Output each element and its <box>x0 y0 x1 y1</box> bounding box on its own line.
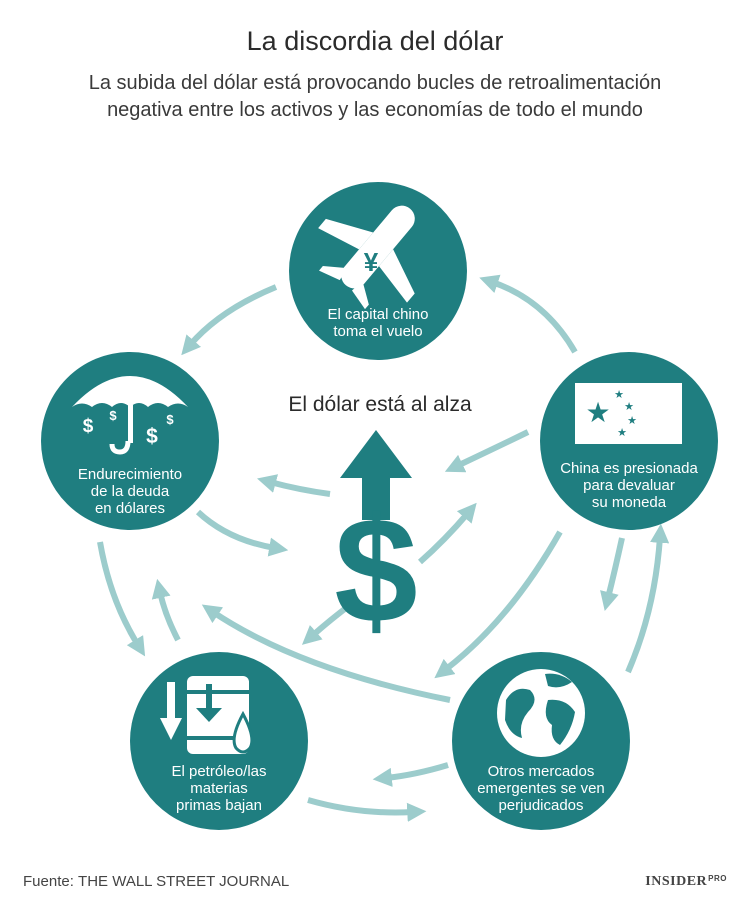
node-label-line: para devaluar <box>583 477 675 494</box>
umbrella-dollar-icon: $ $ $ $ <box>72 376 188 455</box>
source-prefix: Fuente: <box>23 873 74 890</box>
node-label-capital: El capital chino toma el vuelo <box>298 306 458 340</box>
node-otros <box>452 652 630 830</box>
dollar-up-arrow-icon: $ <box>334 430 418 654</box>
svg-text:$: $ <box>146 425 158 448</box>
arrow-dollar-to-downleft <box>301 602 352 645</box>
node-label-line: en dólares <box>94 500 166 517</box>
node-label-deuda: Endurecimiento de la deuda en dólares <box>50 466 210 517</box>
node-label-petroleo: El petróleo/las materias primas bajan <box>139 763 299 814</box>
node-label-line: primas bajan <box>176 797 262 814</box>
node-label-line: materias <box>190 780 248 797</box>
arrow-capital-to-deuda <box>181 284 278 356</box>
arrow-dollar-to-left <box>257 474 331 497</box>
page-title: La discordia del dólar <box>246 26 504 56</box>
brand-suffix: PRO <box>708 874 727 883</box>
node-label-line: perjudicados <box>498 797 584 814</box>
china-flag-icon: ★ ★ ★ ★ ★ <box>575 383 682 444</box>
page-subtitle: La subida del dólar está provocando bucl… <box>88 72 662 121</box>
node-china: ★ ★ ★ ★ ★ <box>540 352 718 530</box>
node-label-line: China es presionada <box>560 460 698 477</box>
center-label: El dólar está al alza <box>288 393 472 416</box>
yen-symbol: ¥ <box>364 247 379 277</box>
source-name: THE WALL STREET JOURNAL <box>78 873 290 890</box>
arrow-otros-to-china <box>625 523 670 674</box>
node-capital: ¥ <box>289 182 467 360</box>
svg-text:$: $ <box>166 412 174 427</box>
svg-text:★: ★ <box>617 426 627 439</box>
globe-icon <box>497 669 585 757</box>
cycle-arrows <box>97 274 670 822</box>
node-label-line: El capital chino <box>327 306 429 323</box>
svg-text:$: $ <box>109 408 117 423</box>
svg-text:★: ★ <box>585 396 610 429</box>
arrow-otros-to-deuda-long <box>201 604 451 703</box>
arrow-china-to-otros <box>600 537 625 612</box>
arrow-dollar-to-upright <box>418 502 477 565</box>
node-label-line: Endurecimiento <box>77 466 183 483</box>
node-petroleo <box>130 652 308 830</box>
svg-text:$: $ <box>334 486 417 654</box>
arrow-deuda-to-dollar <box>195 509 289 557</box>
svg-text:★: ★ <box>614 388 624 401</box>
svg-text:★: ★ <box>624 400 634 413</box>
oil-barrel-icon <box>160 676 254 754</box>
arrow-deuda-to-petroleo <box>97 541 146 657</box>
node-label-line: emergentes se ven <box>477 780 605 797</box>
arrow-petroleo-to-deuda <box>151 578 181 642</box>
arrow-china-to-capital <box>479 274 578 354</box>
brand-logo: INSIDERPRO <box>645 874 727 890</box>
brand-name: INSIDER <box>645 874 708 889</box>
node-label-line: Otros mercados <box>487 763 595 780</box>
source-credit: Fuente: THE WALL STREET JOURNAL <box>23 873 289 890</box>
svg-text:$: $ <box>83 416 94 437</box>
node-label-otros: Otros mercados emergentes se ven perjudi… <box>461 763 621 814</box>
node-label-line: El petróleo/las <box>171 763 267 780</box>
arrow-otros-to-petroleo <box>372 762 449 787</box>
node-label-line: toma el vuelo <box>333 323 423 340</box>
node-label-line: su moneda <box>591 494 667 511</box>
node-label-china: China es presionada para devaluar su mon… <box>549 460 709 511</box>
plane-yen-icon <box>318 205 415 310</box>
arrow-china-to-petroleo-side <box>434 530 563 679</box>
svg-text:★: ★ <box>627 414 637 427</box>
arrow-petroleo-to-otros <box>307 797 427 822</box>
node-label-line: de la deuda <box>90 483 170 500</box>
node-deuda: $ $ $ $ <box>41 352 219 530</box>
arrow-china-to-dollar <box>444 429 530 473</box>
